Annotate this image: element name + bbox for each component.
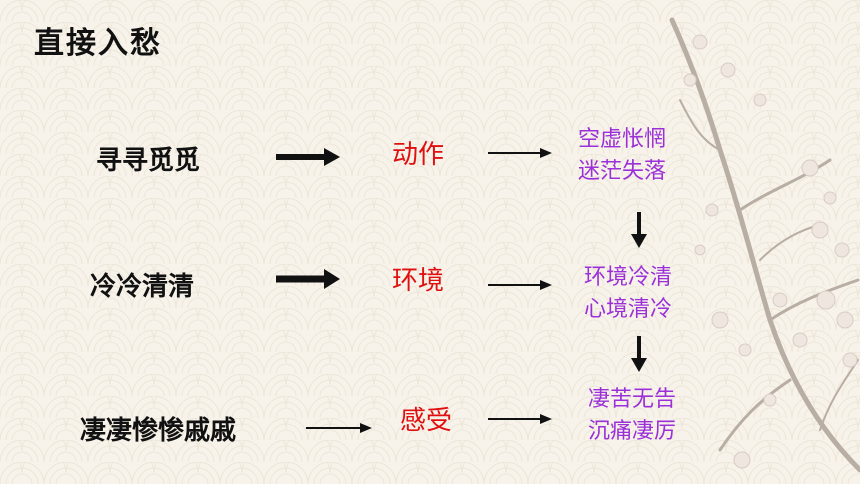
arrow-thin-icon [488, 414, 552, 424]
result-row-1-line-2: 迷茫失落 [578, 159, 667, 184]
category-row-1: 动作 [392, 140, 445, 170]
arrow-bold-icon [276, 269, 340, 289]
slide-title: 直接入愁 [34, 26, 162, 61]
result-row-1-line-1: 空虚怅惘 [578, 127, 667, 152]
arrow-thin-icon [488, 280, 552, 290]
result-row-2-line-1: 环境冷清 [584, 265, 673, 290]
term-row-3: 凄凄惨惨戚戚 [80, 416, 237, 446]
result-row-3-line-2: 沉痛凄厉 [588, 419, 677, 444]
result-row-1: 空虚怅惘 迷茫失落 [578, 124, 666, 188]
arrow-down-icon [631, 336, 647, 372]
arrow-thin-icon [306, 423, 372, 433]
arrow-bold-icon [276, 148, 340, 166]
arrow-down-icon [631, 212, 647, 248]
term-row-2: 冷冷清清 [90, 272, 195, 302]
result-row-2-line-2: 心境清冷 [584, 297, 673, 322]
category-row-3: 感受 [400, 406, 453, 436]
result-row-2: 环境冷清 心境清冷 [584, 262, 672, 326]
category-row-2: 环境 [392, 266, 445, 296]
result-row-3-line-1: 凄苦无告 [588, 387, 677, 412]
arrow-thin-icon [488, 148, 552, 158]
term-row-1: 寻寻觅觅 [96, 146, 201, 176]
result-row-3: 凄苦无告 沉痛凄厉 [588, 384, 676, 448]
